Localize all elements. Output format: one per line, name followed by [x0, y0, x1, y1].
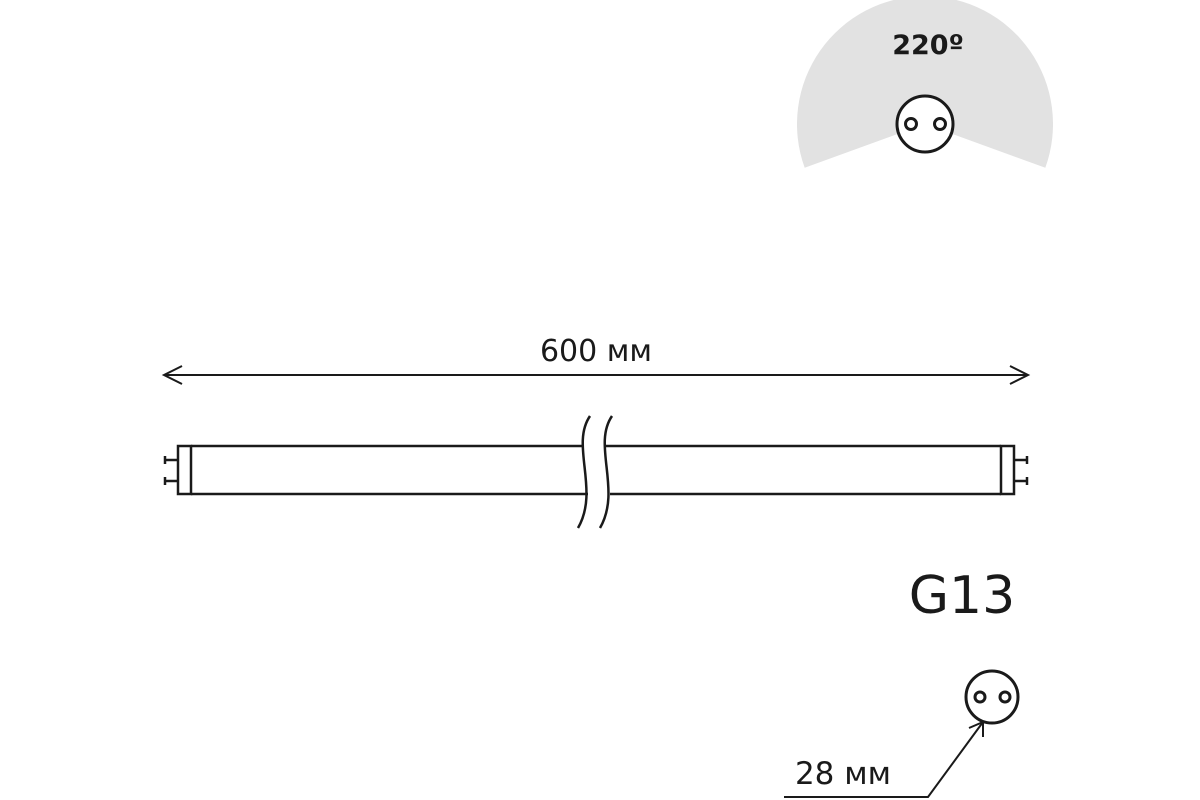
- beam-angle-sector: [797, 0, 1053, 168]
- diameter-dimension: 28 мм: [784, 669, 1020, 798]
- end-cap-top-view-icon: [895, 94, 955, 154]
- beam-angle-indicator: 220º: [797, 0, 1053, 168]
- length-label: 600 мм: [540, 334, 652, 369]
- base-type-label: G13: [909, 566, 1015, 626]
- beam-angle-label: 220º: [892, 30, 964, 61]
- end-cap-bottom-view-icon: [964, 669, 1020, 725]
- arrow-right-icon: [1009, 365, 1031, 385]
- break-mark-left: [576, 415, 592, 529]
- break-mark-right: [598, 415, 614, 529]
- length-dimension: 600 мм: [161, 334, 1031, 385]
- tube-side-view: [163, 415, 1029, 529]
- arrow-left-icon: [161, 365, 183, 385]
- diameter-label: 28 мм: [795, 756, 891, 792]
- diameter-arrow-icon: [968, 720, 984, 737]
